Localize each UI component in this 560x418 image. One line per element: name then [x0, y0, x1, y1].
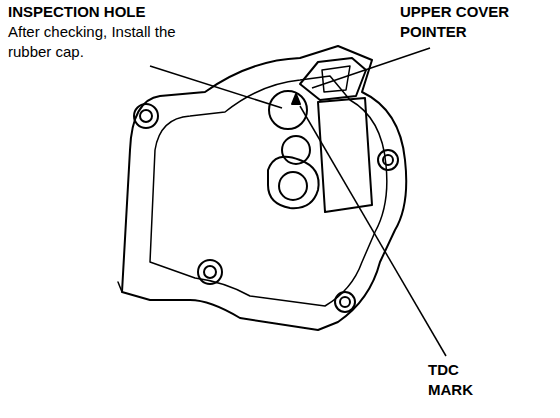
cover-edge: [118, 282, 122, 292]
leader-line: [150, 66, 282, 108]
tdc-mark: [292, 94, 300, 104]
bolt-hole: [198, 260, 222, 284]
note-text: After checking, Install the rubber cap.: [8, 22, 176, 62]
bolt-hole: [335, 292, 355, 312]
cam-boss: [268, 157, 319, 209]
leader-line: [312, 48, 430, 88]
bolt-hole: [378, 150, 398, 170]
pointer-housing: [322, 66, 350, 92]
cover-outline: [122, 46, 406, 330]
leader-line: [300, 106, 446, 356]
part-label: TDC MARK: [428, 360, 498, 400]
boss: [279, 172, 307, 200]
inspection-hole: [269, 91, 307, 129]
pointer-housing: [300, 58, 366, 100]
boss: [282, 136, 310, 164]
bolt-hole: [340, 297, 350, 307]
bolt-hole: [383, 155, 393, 165]
side-housing: [318, 98, 372, 212]
part-label: INSPECTION HOLE: [8, 2, 208, 22]
bolt-hole: [204, 266, 216, 278]
part-label: UPPER COVER POINTER: [400, 2, 530, 42]
bolt-hole: [134, 104, 158, 128]
bolt-hole: [140, 110, 152, 122]
cover-inner-line: [150, 76, 387, 306]
